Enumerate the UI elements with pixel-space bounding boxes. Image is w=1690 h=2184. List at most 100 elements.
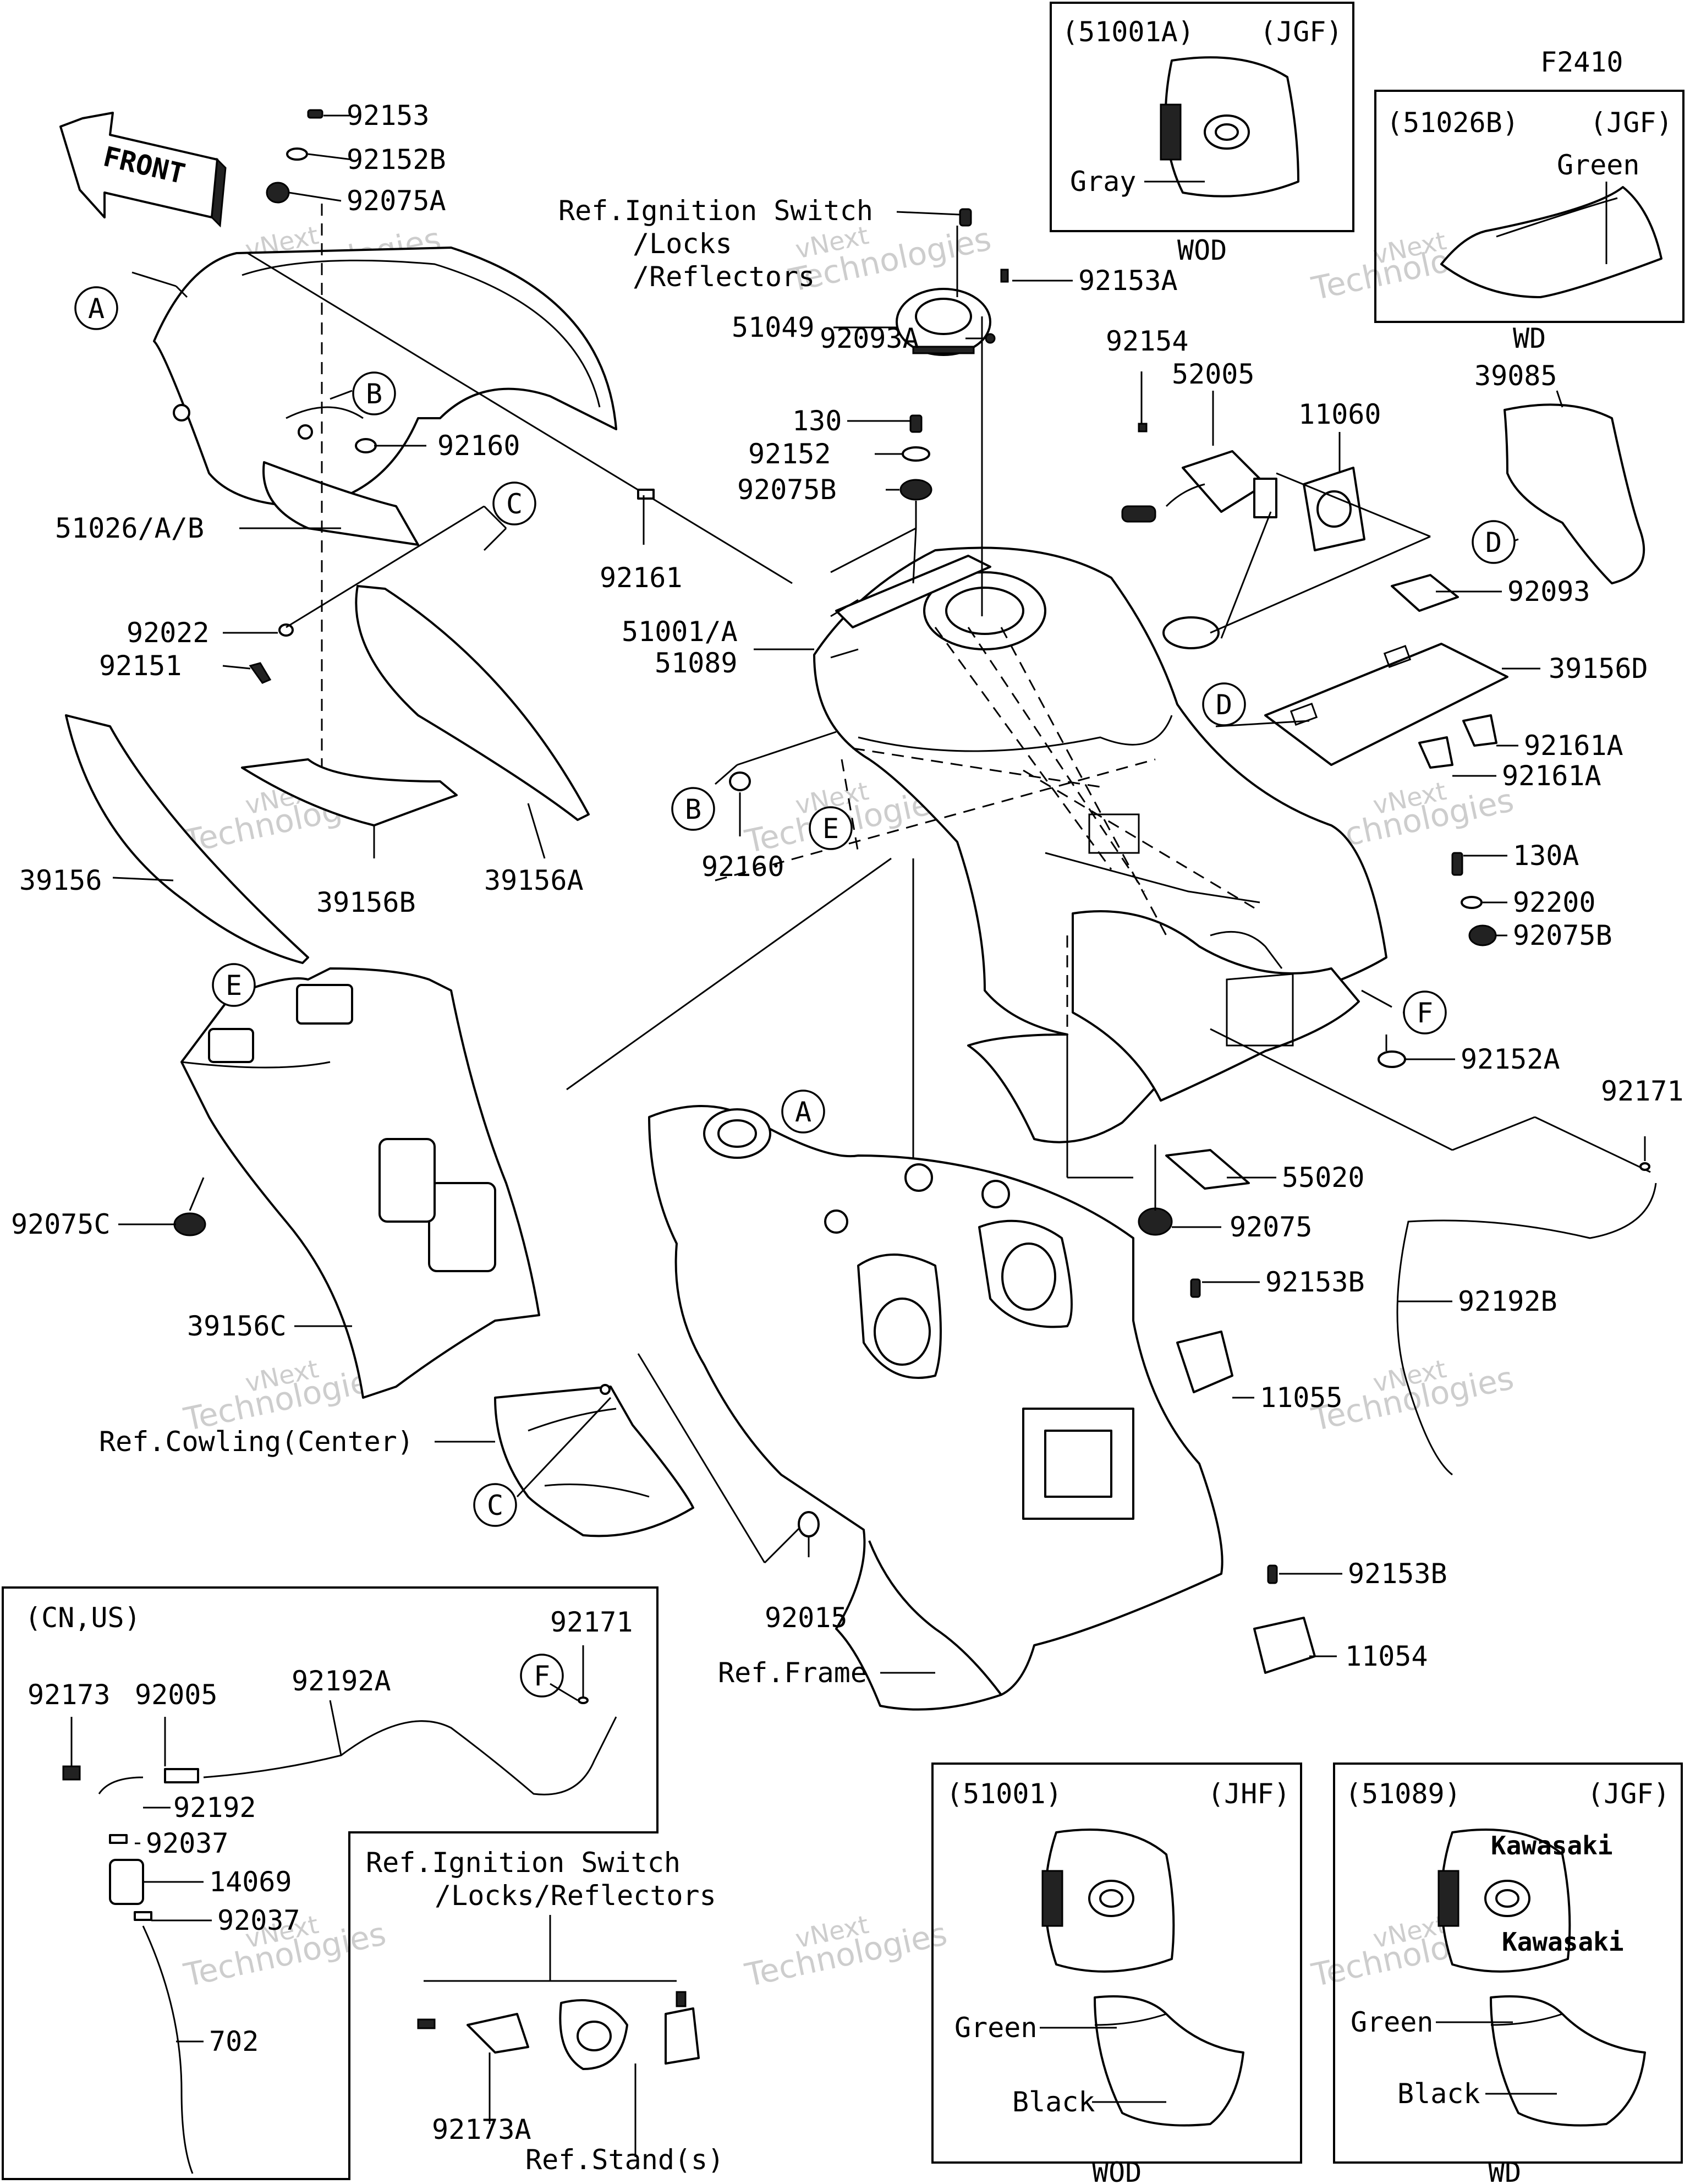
- inset-ref-ignition: Ref.Ignition Switch /Locks/Reflectors 92…: [366, 1847, 724, 2176]
- nut-92015: [798, 1511, 820, 1537]
- bolt-130: [909, 414, 923, 433]
- svg-text:702: 702: [209, 2026, 259, 2057]
- letter-c-2: C: [473, 1483, 517, 1527]
- svg-text:92075A: 92075A: [347, 185, 446, 217]
- pad-55020: [1165, 1149, 1250, 1190]
- fuel-tank-part: [813, 546, 1387, 1143]
- inset-51026B: (51026B) (JGF) Green WD: [1374, 90, 1684, 354]
- svg-text:92200: 92200: [1513, 886, 1596, 918]
- svg-text:Ref.Cowling(Center): Ref.Cowling(Center): [99, 1426, 414, 1458]
- grommet-92075C: [173, 1212, 206, 1236]
- screw-92153A: [1000, 269, 1009, 283]
- svg-text:92075B: 92075B: [737, 474, 837, 506]
- screw-92154: [1138, 423, 1148, 433]
- diagram-id: F2410: [1540, 46, 1623, 78]
- letter-a-1: A: [74, 286, 118, 330]
- leader-51089: [830, 648, 859, 659]
- svg-text:92160: 92160: [437, 430, 520, 462]
- svg-text:/Locks: /Locks: [633, 228, 732, 260]
- leaders-pump: [1140, 371, 1341, 473]
- gasket-11060: [1303, 467, 1365, 551]
- svg-text:E: E: [226, 970, 242, 1001]
- svg-text:92005: 92005: [135, 1679, 218, 1711]
- svg-text:WOD: WOD: [1092, 2156, 1142, 2184]
- svg-text:E: E: [822, 813, 839, 845]
- svg-text:39156C: 39156C: [187, 1310, 287, 1342]
- svg-text:B: B: [366, 378, 382, 410]
- svg-text:(JHF): (JHF): [1208, 1778, 1291, 1810]
- washer-92152: [902, 446, 930, 462]
- front-arrow-icon: FRONT: [59, 112, 227, 228]
- svg-text:Black: Black: [1397, 2078, 1480, 2110]
- svg-text:14069: 14069: [209, 1866, 292, 1898]
- bracket-11054: [1253, 1617, 1316, 1674]
- svg-text:Green: Green: [1351, 2006, 1434, 2038]
- cowling-center-ref: [494, 1384, 694, 1537]
- washer-92160-top: [355, 438, 377, 453]
- svg-text:92075: 92075: [1230, 1211, 1313, 1243]
- clip-92161A-1: [1462, 714, 1497, 747]
- washer-92160-mid: [729, 771, 751, 791]
- svg-text:WD: WD: [1513, 322, 1546, 354]
- svg-text:130A: 130A: [1513, 840, 1579, 872]
- letter-d-1: D: [1472, 520, 1516, 564]
- panel-39156B: [241, 758, 458, 826]
- frame-ref: [648, 1105, 1223, 1711]
- screw-92151: [249, 662, 272, 684]
- svg-text:Ref.Stand(s): Ref.Stand(s): [525, 2144, 724, 2176]
- svg-text:39156B: 39156B: [316, 886, 416, 918]
- svg-text:92075B: 92075B: [1513, 919, 1612, 951]
- svg-text:Ref.Ignition Switch: Ref.Ignition Switch: [366, 1847, 681, 1879]
- svg-text:(51089): (51089): [1345, 1778, 1461, 1810]
- leaders-11055: [1202, 1281, 1260, 1399]
- bolt-130A: [1451, 852, 1463, 876]
- svg-text:11060: 11060: [1298, 398, 1381, 430]
- svg-text:D: D: [1485, 527, 1502, 559]
- panel-39156D: [1264, 643, 1508, 766]
- panel-39156: [65, 714, 309, 964]
- washer-92093A: [985, 333, 996, 344]
- svg-text:92037: 92037: [146, 1827, 229, 1859]
- leader-pump-plate: [1276, 472, 1431, 538]
- cover-39085: [1504, 403, 1645, 584]
- letter-d-2: D: [1202, 682, 1246, 726]
- leaders-clips: [1452, 745, 1518, 777]
- svg-text:39156: 39156: [19, 864, 102, 896]
- svg-text:39156A: 39156A: [484, 864, 584, 896]
- svg-text:B: B: [685, 793, 701, 825]
- svg-text:92093A: 92093A: [820, 322, 919, 354]
- svg-text:/Reflectors: /Reflectors: [633, 261, 815, 293]
- svg-text:92173A: 92173A: [432, 2114, 531, 2145]
- svg-text:92173: 92173: [28, 1679, 111, 1711]
- leaders-top-left: [131, 114, 793, 787]
- svg-text:92022: 92022: [127, 617, 210, 649]
- svg-text:92152A: 92152A: [1461, 1043, 1560, 1075]
- svg-text:Black: Black: [1012, 2086, 1095, 2118]
- svg-text:92152: 92152: [748, 438, 831, 470]
- svg-text:92153B: 92153B: [1348, 1558, 1447, 1590]
- svg-text:39085: 39085: [1474, 360, 1557, 392]
- bolt-92153B-1: [1190, 1278, 1201, 1298]
- svg-text:92153: 92153: [347, 100, 430, 132]
- letter-b-1: B: [352, 371, 396, 415]
- svg-text:51049: 51049: [732, 311, 815, 343]
- inset-51089: (51089) (JGF) Kawasaki Kawasaki Green Bl…: [1333, 1762, 1683, 2184]
- svg-text:92192A: 92192A: [292, 1665, 391, 1697]
- leader-39085: [1556, 390, 1563, 408]
- clip-92161: [637, 489, 655, 500]
- svg-text:Ref.Ignition Switch: Ref.Ignition Switch: [558, 195, 873, 227]
- panel-39156A: [355, 585, 590, 821]
- inset-51001: (51001) (JHF) Green Black WOD: [931, 1762, 1302, 2184]
- svg-text:D: D: [1216, 689, 1232, 721]
- svg-text:52005: 52005: [1172, 358, 1255, 390]
- leaders-39156C: [118, 1177, 352, 1327]
- svg-text:(51026B): (51026B): [1386, 107, 1519, 139]
- svg-text:92171: 92171: [1601, 1075, 1684, 1107]
- leaders-right-fasteners: [1385, 855, 1507, 1060]
- letter-f-2: F: [520, 1654, 564, 1698]
- letter-a-2: A: [781, 1090, 825, 1134]
- grommet-92075B: [899, 479, 932, 501]
- inset-cn-us: (CN,US) 92171 92173 92005 92192A 92192 9…: [2, 1586, 659, 2180]
- svg-text:92037: 92037: [217, 1904, 300, 1936]
